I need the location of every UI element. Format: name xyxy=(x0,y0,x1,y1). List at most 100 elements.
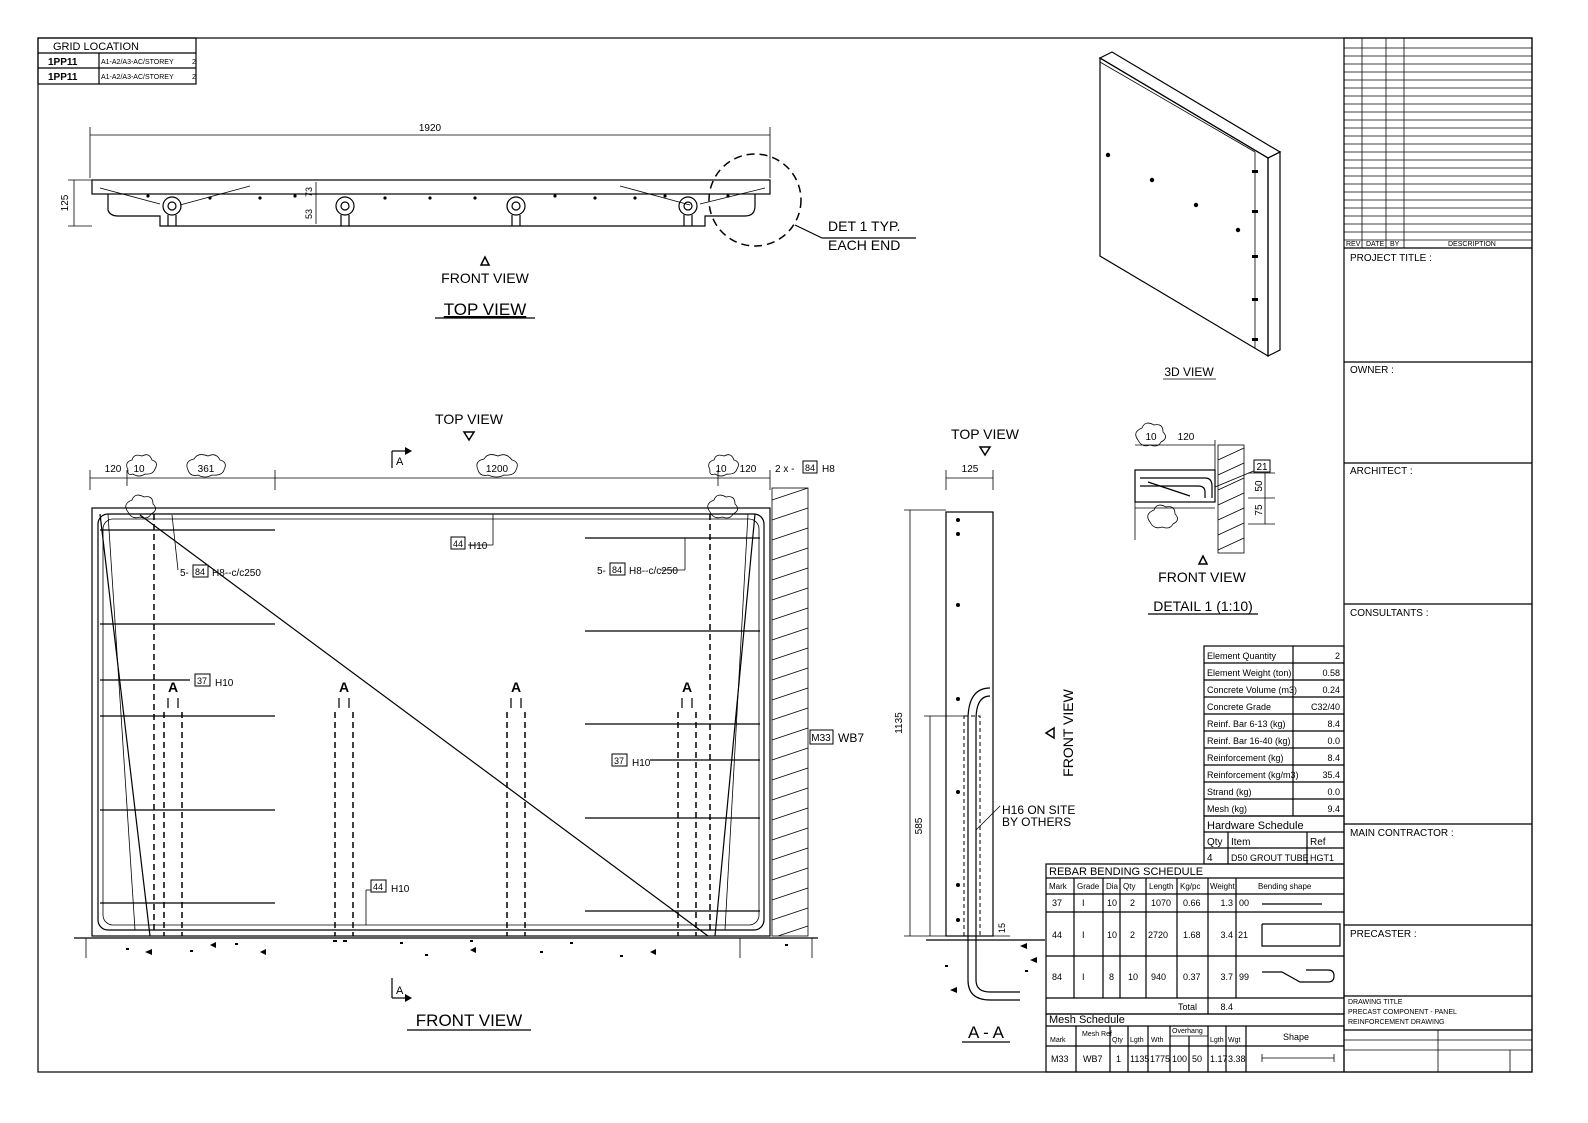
fv-cloud-10-left xyxy=(126,454,157,477)
detail-front-view-marker: FRONT VIEW xyxy=(1158,569,1246,585)
grid-mark-2: 1PP11 xyxy=(48,72,78,83)
svg-text:940: 940 xyxy=(1151,972,1166,982)
grid-loc-1: A1-A2/A3-AC/STOREY xyxy=(101,59,174,66)
svg-text:3.7: 3.7 xyxy=(1220,972,1233,982)
svg-text:Item: Item xyxy=(1231,837,1250,848)
grid-location-header: GRID LOCATION xyxy=(53,41,139,53)
svg-text:5-: 5- xyxy=(597,566,606,577)
top-grout-tube-4 xyxy=(678,196,698,226)
detail-1-drawing: 10 120 21 50 75 FRONT VIEW DETAIL 1 (1:1… xyxy=(1134,422,1275,615)
svg-text:Lgth: Lgth xyxy=(1130,1037,1144,1044)
fv-label-44-top: H10 xyxy=(469,541,488,552)
svg-text:84: 84 xyxy=(805,463,815,473)
svg-text:BY: BY xyxy=(1390,241,1400,248)
fv-label-37-right-mark: 37 xyxy=(614,756,624,766)
consultants-label: CONSULTANTS : xyxy=(1350,608,1429,619)
title-block: REV DATE BY DESCRIPTION PROJECT TITLE : … xyxy=(1343,37,1533,1073)
fv-label-84-right: H8--c/c250 xyxy=(629,566,678,577)
fv-label-44-bottom-mark: 44 xyxy=(373,882,383,892)
front-view-marker-icon xyxy=(479,255,491,266)
aa-note-1: H16 ON SITE xyxy=(1002,803,1075,817)
detail-callout-text-1: DET 1 TYP. xyxy=(828,218,900,234)
svg-text:Strand (kg): Strand (kg) xyxy=(1207,787,1252,797)
svg-text:50: 50 xyxy=(1192,1054,1202,1064)
svg-text:Shape: Shape xyxy=(1283,1032,1309,1042)
aa-front-view-arrow-icon xyxy=(1044,726,1055,740)
fv-dim-120-left: 120 xyxy=(105,464,122,475)
svg-text:Lgth: Lgth xyxy=(1210,1037,1224,1044)
svg-text:0.58: 0.58 xyxy=(1322,668,1340,678)
fv-label-84-right-mark: 84 xyxy=(612,565,622,575)
svg-text:10: 10 xyxy=(1107,898,1117,908)
svg-text:Wgt: Wgt xyxy=(1228,1037,1241,1044)
svg-text:10: 10 xyxy=(1145,432,1157,443)
svg-text:10: 10 xyxy=(133,464,145,475)
svg-text:3.38: 3.38 xyxy=(1228,1054,1246,1064)
rebar-shape-84 xyxy=(1262,969,1335,983)
svg-text:Concrete Grade: Concrete Grade xyxy=(1207,702,1271,712)
top-grout-tube-2 xyxy=(335,196,355,226)
rebar-title: REBAR BENDING SCHEDULE xyxy=(1049,866,1203,878)
fv-bars-84-left xyxy=(100,529,275,904)
svg-text:120: 120 xyxy=(1178,432,1195,443)
fv-cloud-1200 xyxy=(476,454,518,478)
fv-bars-84-right xyxy=(585,537,760,912)
top-dim-length: 1920 xyxy=(419,123,442,134)
view-3d-title: 3D VIEW xyxy=(1164,365,1214,379)
mesh-schedule-table: Mesh Schedule Mark Mesh Ref Qty Lgth Wth… xyxy=(1045,1013,1345,1073)
aa-front-view-marker: FRONT VIEW xyxy=(1060,688,1076,776)
detail-callout-text-2: EACH END xyxy=(828,237,900,253)
svg-text:A: A xyxy=(168,679,178,695)
svg-text:8.4: 8.4 xyxy=(1327,753,1340,763)
svg-text:1200: 1200 xyxy=(486,464,509,475)
svg-text:Ref: Ref xyxy=(1310,837,1326,848)
detail-mark-21: 21 xyxy=(1256,462,1268,473)
grid-qty-2: 2 xyxy=(192,74,196,81)
top-view-drawing: 1920 125 73 53 DET 1 TYP. EAC xyxy=(60,123,916,319)
fv-label-37-right: H10 xyxy=(632,758,651,769)
fv-label-84-left-mark: 84 xyxy=(195,567,205,577)
svg-text:50: 50 xyxy=(1254,480,1265,492)
svg-text:1.68: 1.68 xyxy=(1183,930,1201,940)
aa-panel-section xyxy=(945,511,994,937)
fv-label-44-top-mark: 44 xyxy=(453,539,463,549)
section-aa-title: A - A xyxy=(968,1023,1005,1042)
front-view-drawing: TOP VIEW A 120 10 361 1200 10 120 2 x - … xyxy=(74,411,864,1031)
mesh-shape xyxy=(1261,1054,1335,1062)
svg-text:A: A xyxy=(682,679,692,695)
svg-text:0.0: 0.0 xyxy=(1327,736,1340,746)
svg-text:D50 GROUT TUBE: D50 GROUT TUBE xyxy=(1231,853,1309,863)
svg-text:1.3: 1.3 xyxy=(1220,898,1233,908)
svg-text:Concrete Volume (m3): Concrete Volume (m3) xyxy=(1207,685,1297,695)
svg-text:Reinf. Bar 16-40 (kg): Reinf. Bar 16-40 (kg) xyxy=(1207,736,1291,746)
fv-wall-hatch xyxy=(771,487,809,937)
svg-text:A: A xyxy=(396,456,404,468)
fv-mesh-label: WB7 xyxy=(838,731,864,745)
svg-text:Mark: Mark xyxy=(1049,882,1068,891)
svg-text:3.4: 3.4 xyxy=(1220,930,1233,940)
svg-text:Kg/pc: Kg/pc xyxy=(1180,882,1200,891)
architect-label: ARCHITECT : xyxy=(1350,466,1413,477)
svg-text:Weight: Weight xyxy=(1210,882,1236,891)
svg-text:00: 00 xyxy=(1239,898,1249,908)
view-3d-drawing: 3D VIEW xyxy=(1098,51,1282,380)
svg-text:Qty: Qty xyxy=(1123,882,1135,891)
svg-text:10: 10 xyxy=(1107,930,1117,940)
fv-top-view-arrow-icon xyxy=(462,431,476,442)
top-dim-53: 53 xyxy=(304,209,314,219)
grid-mark-1: 1PP11 xyxy=(48,57,78,68)
svg-text:A: A xyxy=(511,679,521,695)
svg-text:WB7: WB7 xyxy=(1083,1054,1103,1064)
fv-cloud-361 xyxy=(186,454,226,478)
drawing-title-label: DRAWING TITLE xyxy=(1348,999,1403,1006)
svg-text:2: 2 xyxy=(1335,651,1340,661)
precaster-label: PRECASTER : xyxy=(1350,929,1417,940)
top-bar-dots xyxy=(146,194,730,200)
svg-text:35.4: 35.4 xyxy=(1322,770,1340,780)
svg-text:8.4: 8.4 xyxy=(1327,719,1340,729)
grid-location-table: GRID LOCATION 1PP11 A1-A2/A3-AC/STOREY 2… xyxy=(37,37,197,85)
fv-dim-120-right: 120 xyxy=(740,464,757,475)
sheet-border xyxy=(37,37,1533,1073)
svg-text:REV: REV xyxy=(1346,241,1361,248)
svg-text:Mark: Mark xyxy=(1050,1037,1066,1044)
